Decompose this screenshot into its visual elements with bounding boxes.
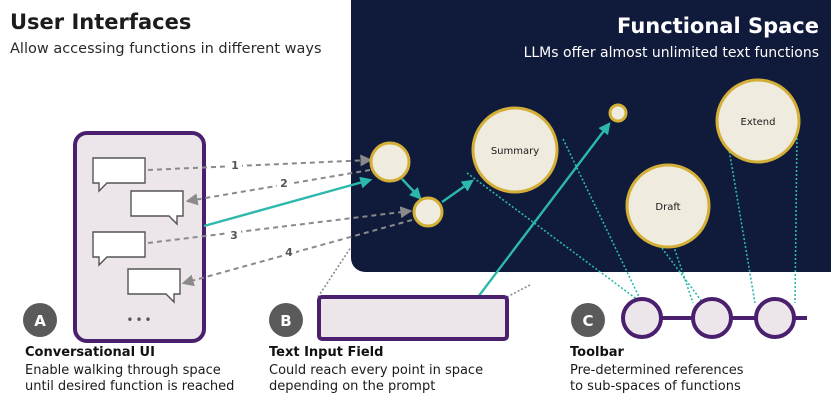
marker-a-letter: A xyxy=(34,312,46,330)
function-node xyxy=(412,196,444,228)
marker-c-letter: C xyxy=(582,312,593,330)
marker-b-letter: B xyxy=(280,312,291,330)
chat-bubble-icon xyxy=(130,190,184,226)
conversational-ui-caption: Conversational UI Enable walking through… xyxy=(25,345,234,395)
summary-node: Summary xyxy=(471,106,559,194)
step-arrow-1 xyxy=(147,154,373,171)
step-arrow-4 xyxy=(181,219,413,287)
user-interfaces-title: User Interfaces xyxy=(10,10,192,34)
step-arrow-3 xyxy=(147,206,413,244)
summary-node-label: Summary xyxy=(491,146,539,157)
chat-bubble-icon xyxy=(92,157,146,193)
toolbar-button xyxy=(691,297,733,339)
marker-c: C xyxy=(571,303,605,337)
text-input-field xyxy=(317,295,509,341)
more-ellipsis: ••• xyxy=(126,313,153,327)
text-input-caption: Text Input Field Could reach every point… xyxy=(269,345,483,395)
function-node xyxy=(608,103,628,123)
text-input-line-2: depending on the prompt xyxy=(269,379,436,394)
toolbar xyxy=(621,297,807,339)
toolbar-button xyxy=(621,297,663,339)
toolbar-line-2: to sub-spaces of functions xyxy=(570,379,741,394)
step-label-1: 1 xyxy=(231,159,239,172)
toolbar-line-1: Pre-determined references xyxy=(570,363,744,378)
marker-b: B xyxy=(269,303,303,337)
conversational-ui-line-2: until desired function is reached xyxy=(25,379,235,394)
node-to-summary-arrow xyxy=(441,179,474,203)
text-input-title: Text Input Field xyxy=(269,345,384,360)
draft-node: Draft xyxy=(625,163,711,249)
user-interfaces-subtitle: Allow accessing functions in different w… xyxy=(10,41,322,57)
node-to-node-arrow xyxy=(401,178,422,200)
step-label-2: 2 xyxy=(280,177,288,190)
conversational-ui-line-1: Enable walking through space xyxy=(25,363,221,378)
function-node xyxy=(369,141,411,183)
marker-a: A xyxy=(23,303,57,337)
functional-space-title: Functional Space xyxy=(617,14,819,38)
text-input-line-1: Could reach every point in space xyxy=(269,363,484,378)
step-label-4: 4 xyxy=(285,246,293,259)
draft-node-label: Draft xyxy=(655,202,680,213)
input-to-space-arrow xyxy=(477,122,611,298)
step-label-3: 3 xyxy=(230,229,238,242)
extend-node-label: Extend xyxy=(741,117,776,128)
step-labels: 1 2 3 4 xyxy=(227,158,296,259)
toolbar-caption: Toolbar Pre-determined references to sub… xyxy=(570,345,744,395)
input-field-projection-lines xyxy=(317,246,531,298)
chat-bubble-icon xyxy=(127,268,181,304)
chat-bubble-icon xyxy=(92,231,146,267)
extend-node: Extend xyxy=(715,78,801,164)
functional-space-subtitle: LLMs offer almost unlimited text functio… xyxy=(523,45,819,61)
ui-to-node-arrow xyxy=(203,176,373,228)
conversational-ui-title: Conversational UI xyxy=(25,345,155,360)
toolbar-title: Toolbar xyxy=(570,345,624,360)
toolbar-button xyxy=(754,297,796,339)
